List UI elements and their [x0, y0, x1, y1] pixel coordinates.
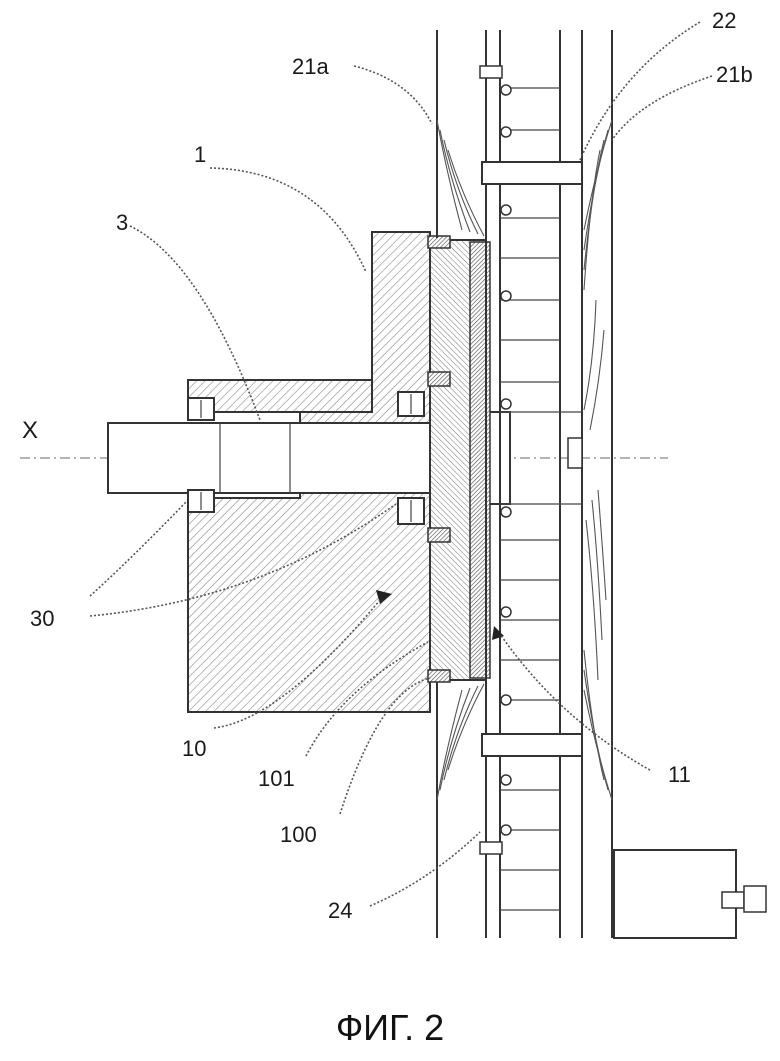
- label-1: 1: [194, 142, 206, 167]
- pointer-arrow-11: [492, 626, 504, 640]
- label-22: 22: [712, 8, 736, 33]
- label-101: 101: [258, 766, 295, 791]
- axis-label-x: X: [22, 417, 38, 444]
- figure-caption: ФИГ. 2: [336, 1007, 444, 1048]
- accessory-bolt-head: [744, 886, 766, 912]
- label-24: 24: [328, 898, 352, 923]
- label-21a: 21a: [292, 54, 329, 79]
- accessory-bolt: [722, 892, 744, 908]
- accessory-box: [614, 850, 736, 938]
- clamp-bar-bottom: [482, 734, 582, 756]
- seal-bottom-101: [428, 670, 450, 682]
- seal-top: [428, 236, 450, 248]
- clamp-bar-top: [482, 162, 582, 184]
- label-10: 10: [182, 736, 206, 761]
- seal-mid-bottom: [428, 528, 450, 542]
- label-11: 11: [668, 762, 691, 787]
- label-30: 30: [30, 606, 54, 631]
- label-3: 3: [116, 210, 128, 235]
- label-21b: 21b: [716, 62, 753, 87]
- seal-mid-top: [428, 372, 450, 386]
- label-100: 100: [280, 822, 317, 847]
- housing-upper-hub: [188, 380, 372, 412]
- blade-21b: [584, 120, 612, 800]
